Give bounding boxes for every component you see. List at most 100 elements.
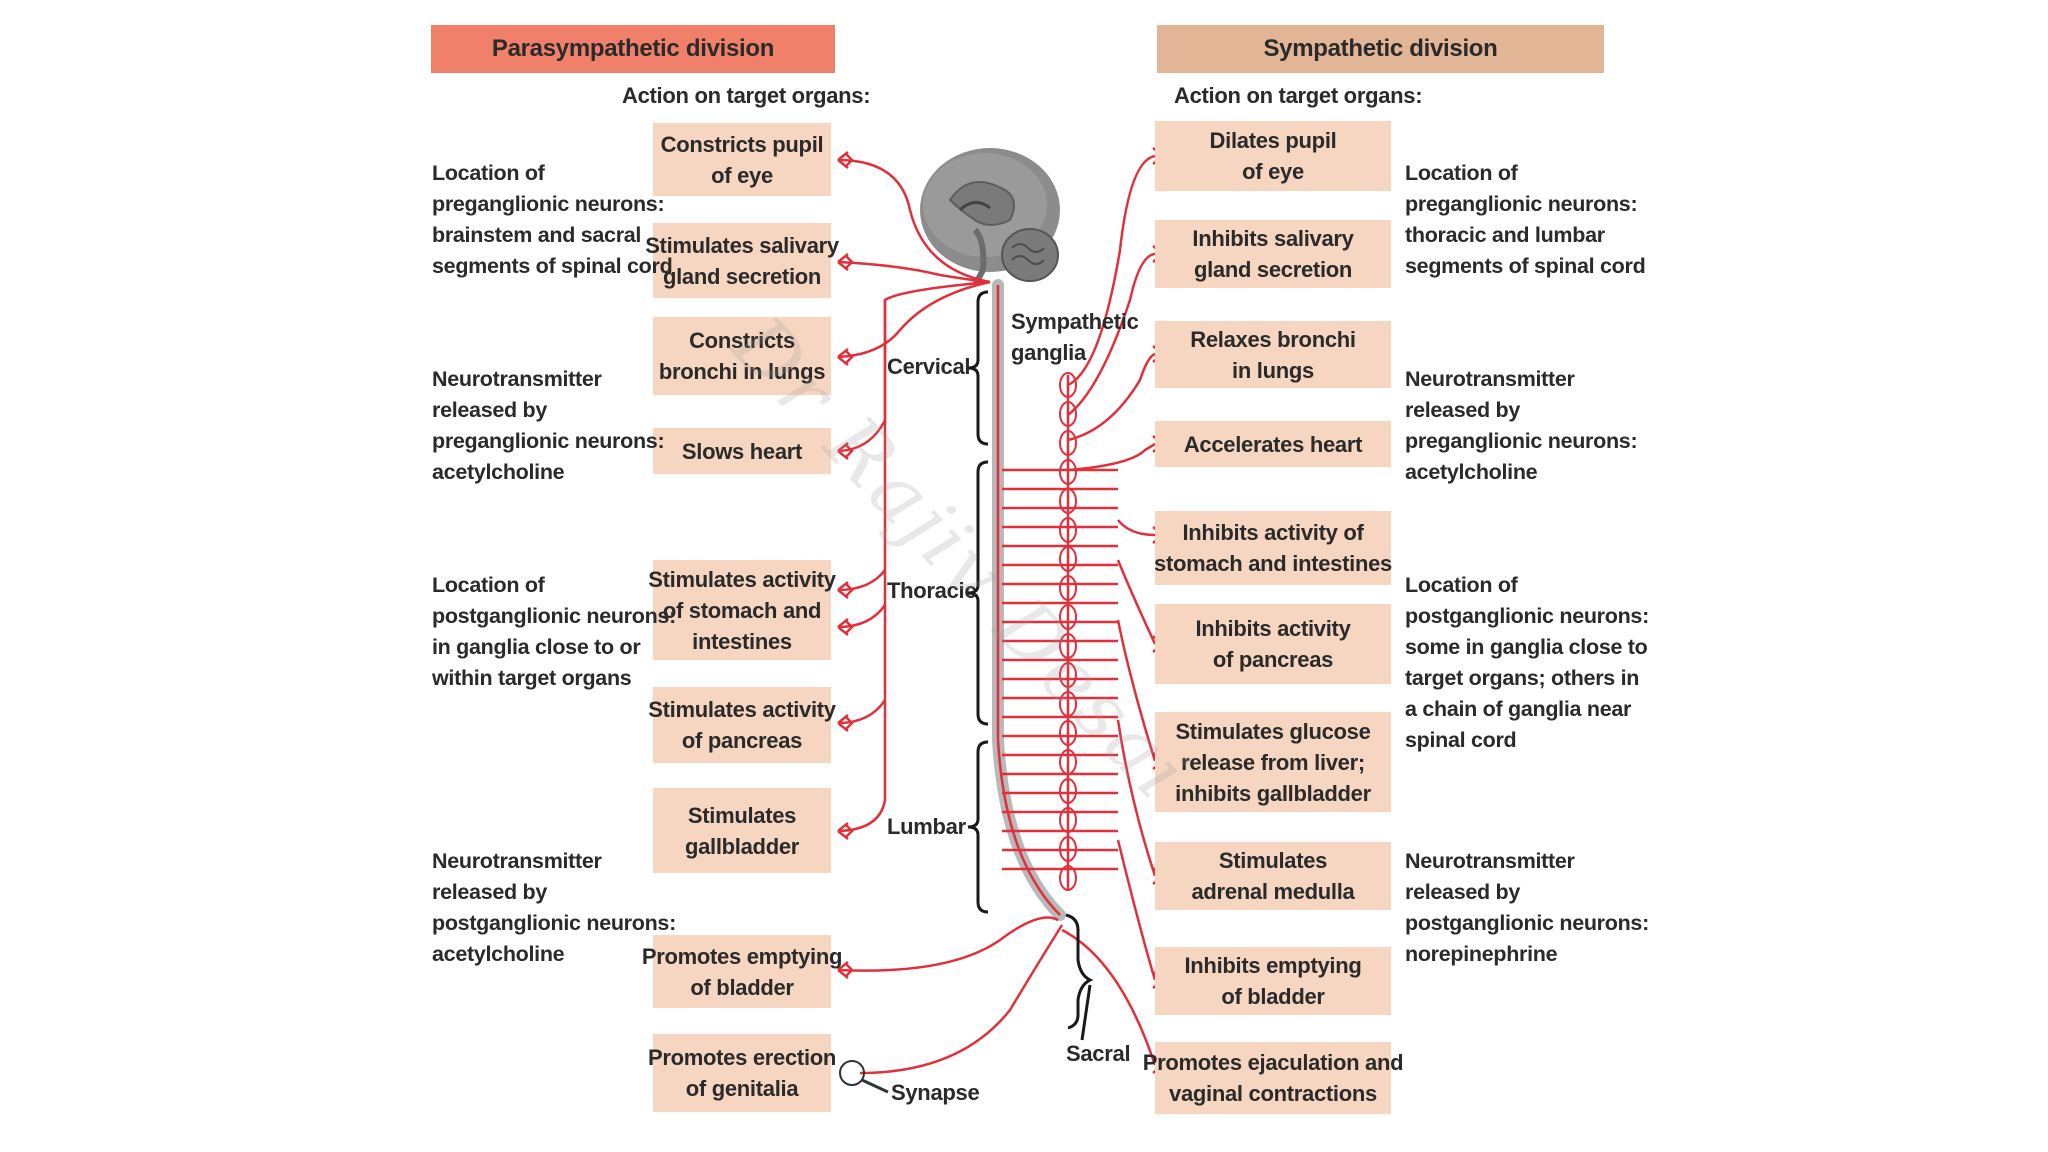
right-note-line: target organs; others in xyxy=(1405,666,1640,690)
synapse-pointer xyxy=(861,1078,889,1094)
left-note-line: postganglionic neurons: xyxy=(432,911,676,935)
sacral-bracket xyxy=(1065,913,1094,1030)
right-note-line: Neurotransmitter xyxy=(1405,849,1575,873)
symp-nerve xyxy=(1061,928,1157,1066)
para-nerve xyxy=(837,280,991,359)
symp-action-box: Stimulates glucose release from liver; inh… xyxy=(1155,712,1391,812)
symp-action-box-line: of bladder xyxy=(1221,984,1325,1009)
left-note-line: acetylcholine xyxy=(432,460,565,484)
synapse-label: Synapse xyxy=(891,1080,980,1105)
sacral-label: Sacral xyxy=(1066,1041,1131,1066)
symp-action-box-line: inhibits gallbladder xyxy=(1175,780,1371,806)
left-note-line: Neurotransmitter xyxy=(432,367,602,391)
para-action-box-line: of eye xyxy=(711,162,773,188)
symp-action-box-line: Stimulates xyxy=(1218,848,1328,873)
right-note-line: some in ganglia close to xyxy=(1405,635,1648,659)
para-action-box-line: of stomach and xyxy=(662,597,822,623)
para-action-box-line: Stimulates activity xyxy=(648,697,836,722)
symp-nerve xyxy=(1067,252,1156,416)
symp-action-box-line: of eye xyxy=(1242,159,1304,184)
thoracic-bracket xyxy=(967,460,989,726)
symp-nerve xyxy=(1117,519,1156,537)
symp-nerve xyxy=(1067,442,1156,472)
nerve-terminal xyxy=(837,348,854,366)
symp-nerve xyxy=(1067,352,1156,442)
left-note-line: segments of spinal cord xyxy=(432,254,673,278)
para-action-box: Slows heart xyxy=(653,428,831,474)
brain-illustration xyxy=(920,148,1060,287)
right-note: Neurotransmitter released by postganglioni… xyxy=(1405,846,1649,970)
para-action-box-line: Stimulates salivary xyxy=(645,232,839,258)
right-note-line: a chain of ganglia near xyxy=(1405,697,1632,721)
symp-action-box-line: Inhibits emptying xyxy=(1184,953,1362,978)
symp-action-box-line: in lungs xyxy=(1232,357,1314,383)
right-note-line: Location of xyxy=(1405,161,1518,185)
para-action-box-line: Stimulates xyxy=(687,802,797,828)
nerve-terminal xyxy=(837,253,854,271)
left-note-line: postganglionic neurons: xyxy=(432,604,676,628)
symp-action-box-line: adrenal medulla xyxy=(1191,879,1355,904)
para-nerve xyxy=(837,569,886,592)
action-label-right: Action on target organs: xyxy=(1174,83,1423,108)
symp-action-box-line: Inhibits activity xyxy=(1195,616,1351,641)
symp-action-box-line: vaginal contractions xyxy=(1169,1081,1377,1106)
left-note-line: released by xyxy=(432,880,548,904)
sacral-pointer xyxy=(1080,984,1092,1041)
symp-action-box: Inhibits activity of pancreas xyxy=(1155,604,1391,684)
symp-action-box-line: Inhibits salivary xyxy=(1192,226,1354,251)
para-nerve xyxy=(837,699,887,725)
para-action-box: Stimulates gallbladder xyxy=(653,788,831,873)
symp-action-box: Accelerates heart xyxy=(1155,421,1391,467)
para-action-box: Stimulates salivary gland secretion xyxy=(645,223,839,298)
para-action-box-line: Constricts xyxy=(689,328,795,353)
symp-action-box-line: Stimulates glucose xyxy=(1175,718,1371,744)
sympathetic-ganglia-label: Sympathetic ganglia xyxy=(1011,309,1139,365)
para-nerve xyxy=(837,604,887,629)
nerve-terminal xyxy=(837,151,854,169)
synapse-marker xyxy=(839,1060,865,1086)
vagus-nerve xyxy=(837,300,887,833)
nerve-terminal xyxy=(837,581,854,599)
para-action-box-line: intestines xyxy=(692,628,792,654)
para-action-box-line: gallbladder xyxy=(684,833,800,859)
symp-action-box-line: stomach and intestines xyxy=(1154,551,1392,576)
para-action-box: Constricts pupil of eye xyxy=(653,123,831,196)
para-action-box-line: Constricts pupil xyxy=(660,131,824,157)
right-note-line: Location of xyxy=(1405,573,1518,597)
cervical-label: Cervical xyxy=(887,354,971,379)
para-action-box-line: Promotes erection xyxy=(647,1045,837,1070)
right-note-line: acetylcholine xyxy=(1405,460,1538,484)
left-note-line: Location of xyxy=(432,161,545,185)
cervical-bracket xyxy=(967,290,989,446)
para-action-box-line: gland secretion xyxy=(662,263,822,289)
left-note-line: brainstem and sacral xyxy=(432,223,642,247)
parasympathetic-header: Parasympathetic division xyxy=(431,25,835,73)
right-note-line: preganglionic neurons: xyxy=(1405,429,1638,453)
para-action-box-line: Slows heart xyxy=(681,438,803,464)
right-note-line: released by xyxy=(1405,880,1521,904)
left-note: Neurotransmitter released by postganglioni… xyxy=(432,846,676,970)
left-note-line: Neurotransmitter xyxy=(432,849,602,873)
symp-nerve xyxy=(1116,839,1157,981)
right-note-line: postganglionic neurons: xyxy=(1405,911,1649,935)
para-nerve xyxy=(837,158,991,284)
para-action-box-line: Promotes emptying xyxy=(641,943,843,969)
symp-action-box-line: release from liver; xyxy=(1181,749,1365,775)
nerve-terminal xyxy=(837,442,854,460)
right-note-line: segments of spinal cord xyxy=(1405,254,1646,278)
right-note-line: norepinephrine xyxy=(1405,942,1558,966)
left-note-line: in ganglia close to or xyxy=(432,635,641,659)
symp-nerve xyxy=(1116,619,1157,762)
left-note-line: within target organs xyxy=(432,666,632,690)
action-label-left: Action on target organs: xyxy=(622,83,871,108)
symp-nerve xyxy=(1067,154,1156,387)
symp-action-box-line: of pancreas xyxy=(1212,647,1334,672)
